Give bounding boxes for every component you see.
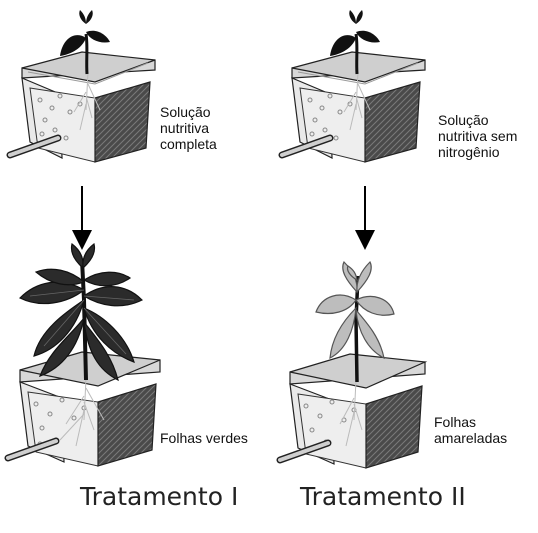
container-final-1 bbox=[4, 351, 161, 467]
container-initial-2 bbox=[278, 51, 426, 163]
title-treatment-2: Tratamento II bbox=[300, 482, 466, 511]
title-treatment-1: Tratamento I bbox=[80, 482, 239, 511]
label-yellowed-leaves: Folhas amareladas bbox=[434, 414, 508, 446]
label-green-leaves: Folhas verdes bbox=[160, 430, 248, 446]
seedling-2 bbox=[330, 10, 380, 75]
label-complete-solution: Solução nutritiva completa bbox=[160, 104, 217, 152]
container-final-2 bbox=[276, 353, 428, 469]
seedling-1 bbox=[60, 10, 110, 75]
container-initial-1 bbox=[6, 51, 156, 163]
yellowed-plant bbox=[315, 260, 395, 383]
label-solution-no-nitrogen: Solução nutritiva sem nitrogênio bbox=[438, 112, 518, 160]
healthy-plant bbox=[18, 242, 144, 382]
